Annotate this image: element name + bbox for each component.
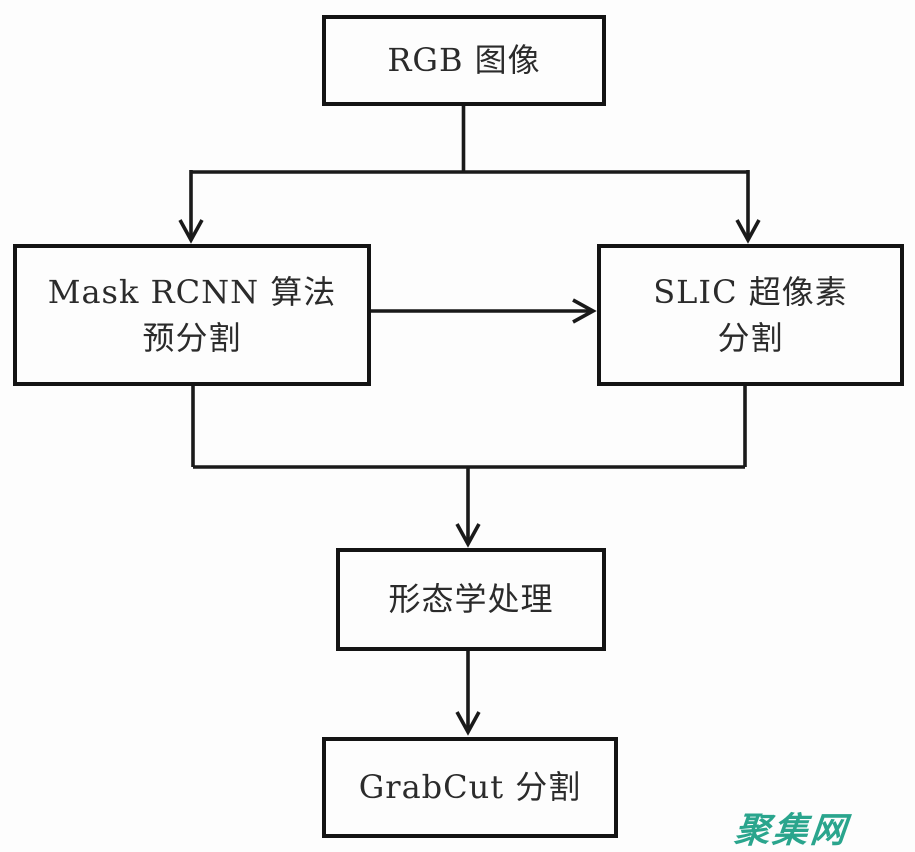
node-morphological-processing-label: 形态学处理 [388,580,554,619]
node-slic-line1: SLIC 超像素 [653,272,848,311]
node-grabcut-segmentation: GrabCut 分割 [322,737,618,838]
node-mask-rcnn-line1: Mask RCNN 算法 [47,272,337,311]
arrowhead-into-slic [735,219,761,244]
node-slic-line2: 分割 [717,319,784,357]
node-mask-rcnn-presegmentation: Mask RCNN 算法 预分割 [13,244,371,386]
node-grabcut-segmentation-label: GrabCut 分割 [358,768,582,807]
node-rgb-image-label: RGB 图像 [387,41,541,80]
watermark-juji-wang: 聚集网 [732,811,851,851]
arrowhead-into-mask [178,219,204,244]
arrowhead-into-slic-left [572,298,597,324]
node-morphological-processing: 形态学处理 [336,548,606,651]
arrowhead-into-morph [455,523,481,548]
node-slic-superpixel-segmentation: SLIC 超像素 分割 [597,244,904,386]
node-mask-rcnn-line2: 预分割 [142,319,242,357]
arrowhead-into-grabcut [455,711,481,736]
node-rgb-image: RGB 图像 [322,15,606,106]
